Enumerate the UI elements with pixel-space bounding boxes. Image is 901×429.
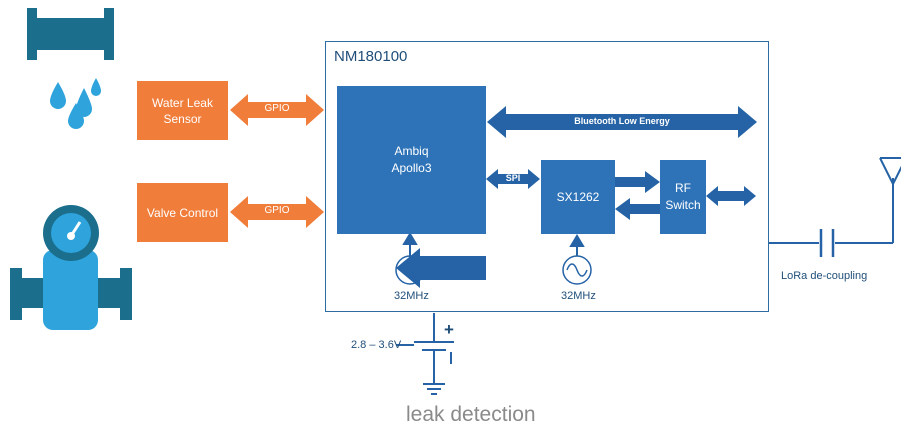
water-drops-icon [50, 78, 101, 129]
rx-arrow [615, 198, 660, 220]
mcu-clock-label: 32MHz [394, 290, 429, 302]
voltage-label: 2.8 – 3.6V [351, 339, 402, 351]
radio-block: SX1262 [541, 160, 615, 234]
rf-switch-block: RF Switch [660, 160, 706, 234]
module-title: NM180100 [334, 48, 408, 65]
lora-decoupling-label: LoRa de-coupling [781, 270, 868, 282]
rf-out-arrow [706, 186, 756, 206]
tx-arrow [615, 171, 660, 193]
ground-icon [423, 383, 445, 395]
antenna-icon [879, 157, 901, 187]
gpio-label-top: GPIO [264, 103, 290, 114]
mcu-block: Ambiq Apollo3 [337, 86, 486, 234]
clock-source-icon [395, 255, 592, 285]
diagram-caption: leak detection [406, 403, 536, 426]
gpio-label-bottom: GPIO [264, 205, 290, 216]
radio-clock-label: 32MHz [561, 290, 596, 302]
module-frame [325, 41, 769, 312]
spi-arrow [486, 169, 540, 189]
spi-label: SPI [505, 173, 521, 183]
bluetooth-label: Bluetooth Low Energy [574, 116, 670, 126]
pipe-icon [27, 8, 114, 60]
gpio-arrows [230, 94, 324, 228]
pressure-gauge-icon [10, 205, 132, 330]
battery-plus-label: + [444, 320, 454, 339]
water-leak-sensor-block: Water Leak Sensor [137, 81, 228, 140]
capacitor-icon [819, 229, 835, 257]
lora-output-line [768, 178, 894, 244]
bluetooth-arrow [487, 106, 757, 138]
valve-control-block: Valve Control [137, 183, 228, 242]
battery-icon [396, 313, 454, 384]
clock-up-arrows [402, 232, 585, 262]
